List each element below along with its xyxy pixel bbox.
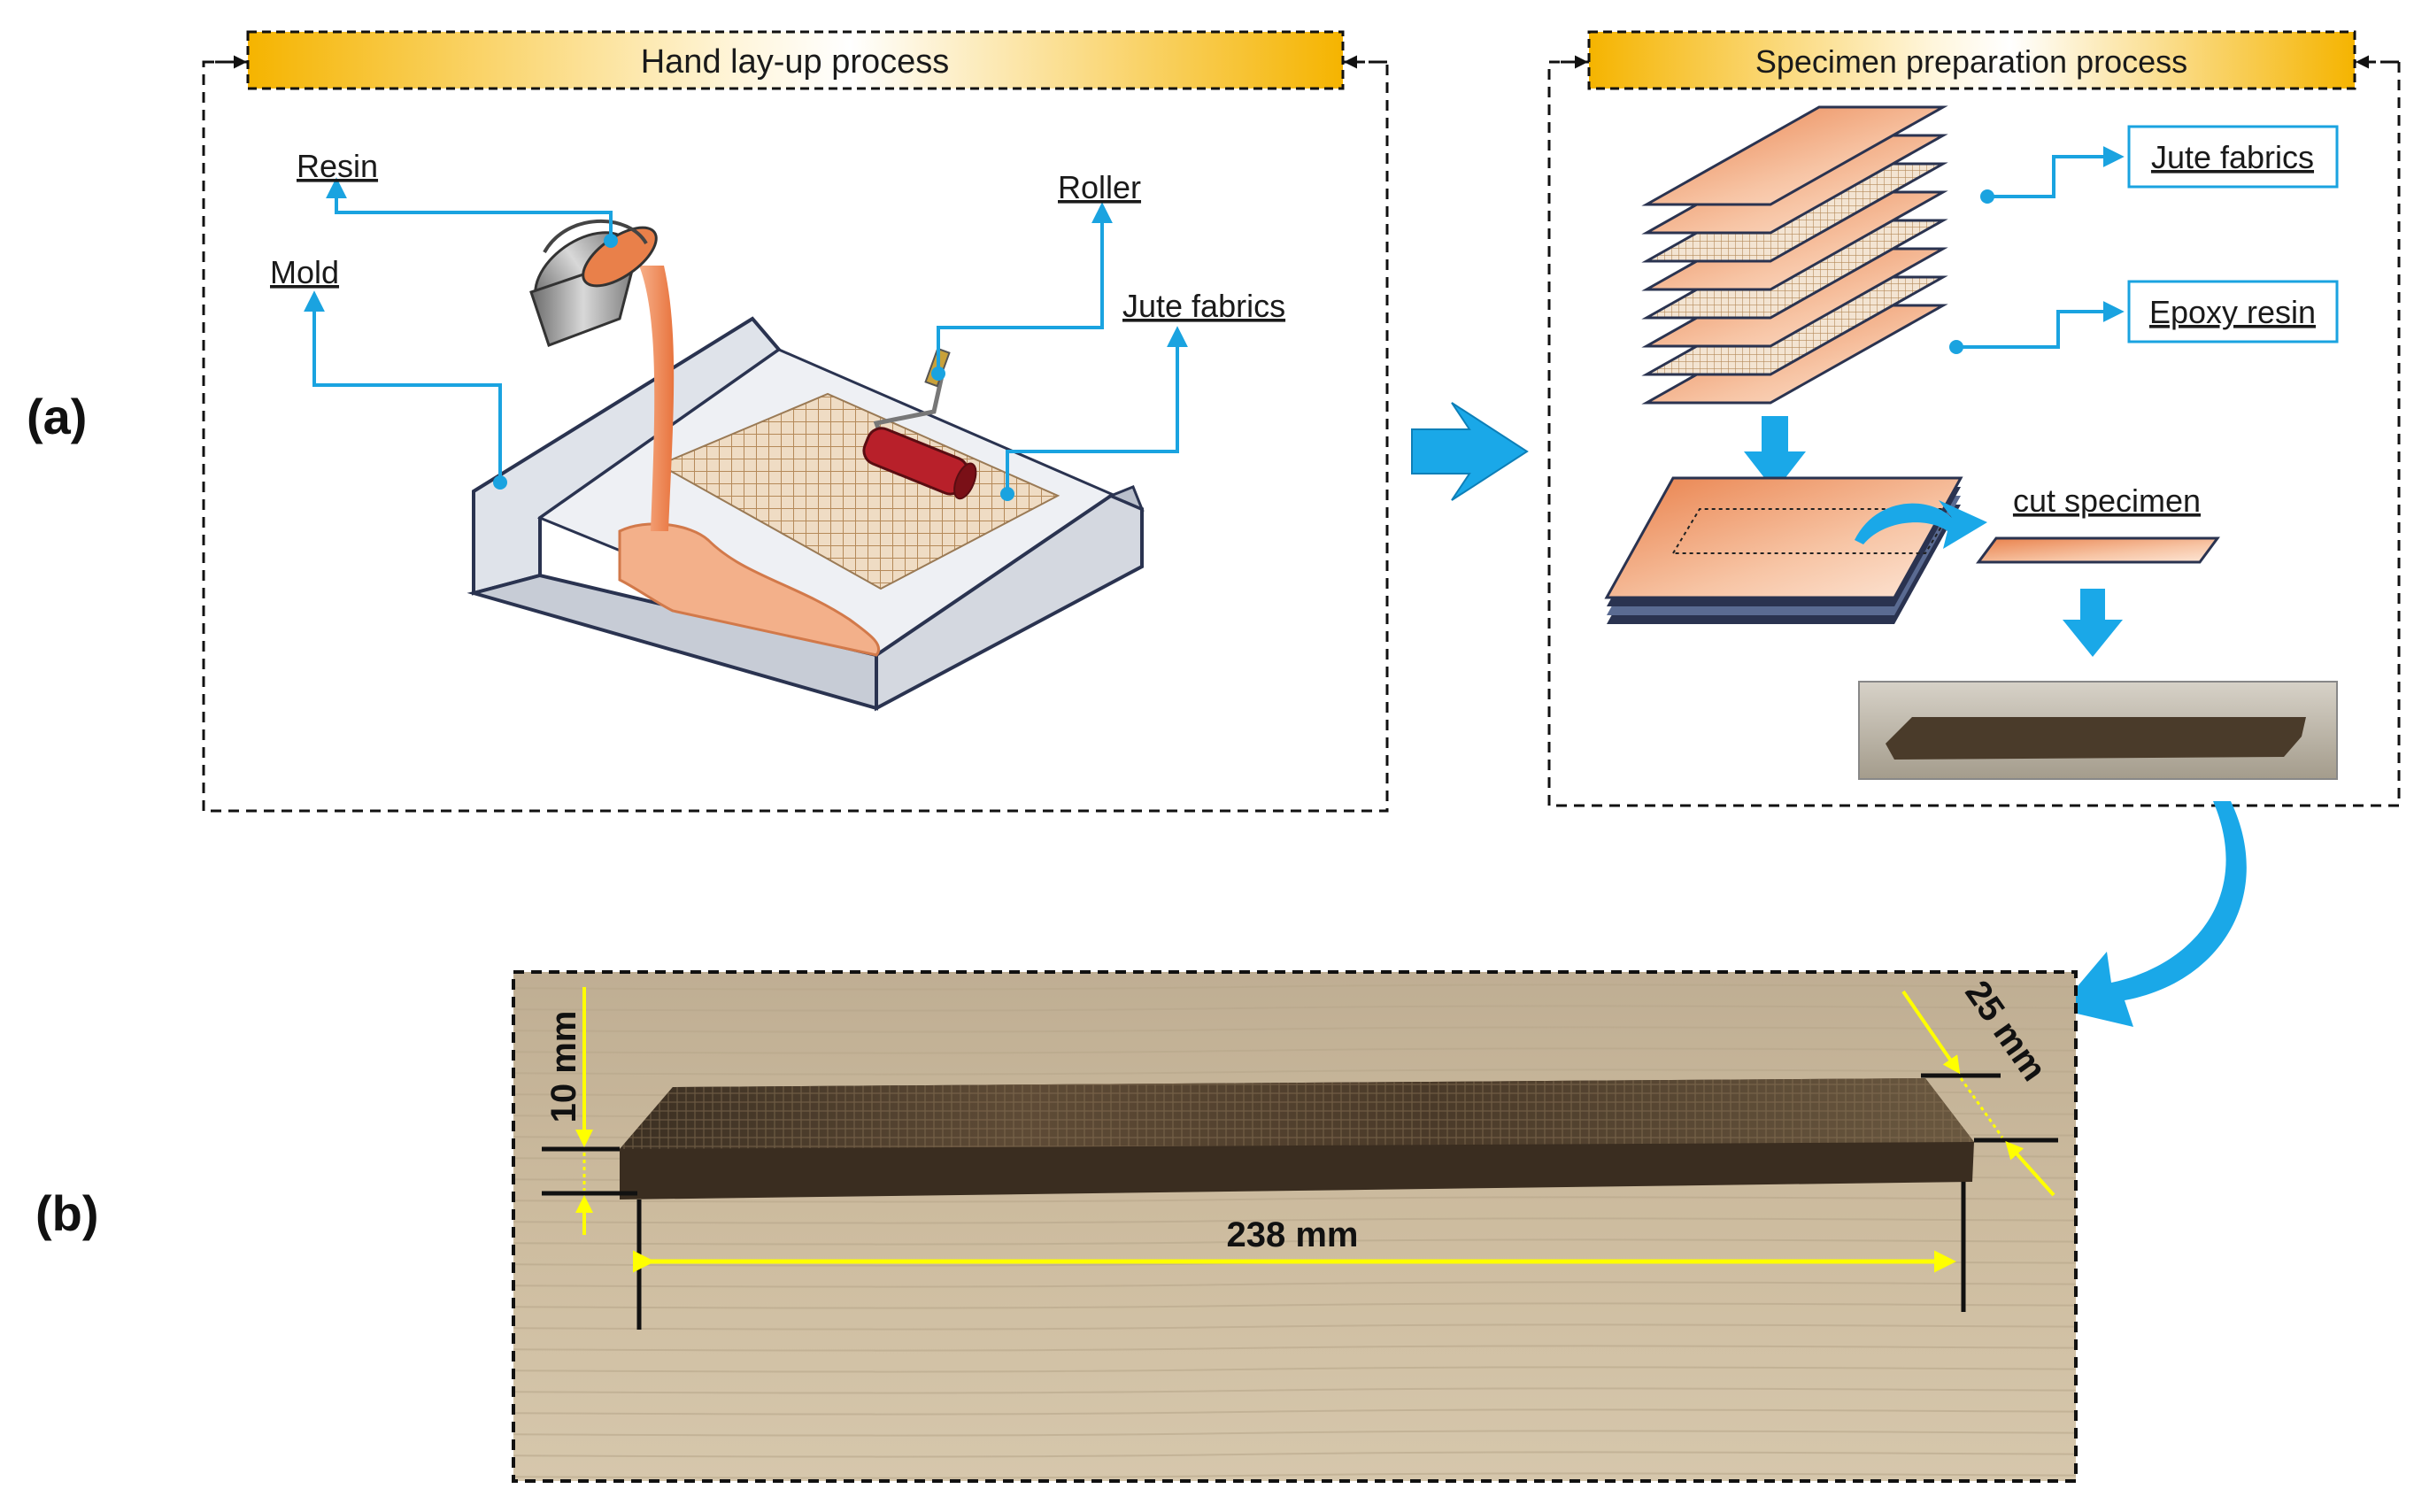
step-arrow-down-icon [1744,416,1806,491]
width-dimension-arrow [1901,990,1961,1075]
label-resin: Resin [297,148,378,184]
hand-layup-panel: Hand lay-up process [202,30,1389,813]
step-arrow-down-icon [2063,589,2123,657]
flow-arrow-right-icon [1411,402,1529,501]
label-jute-fabrics-prep: Jute fabrics [2151,139,2314,175]
specimen-prep-leaders [1949,146,2125,354]
label-cut-specimen: cut specimen [2013,482,2201,519]
cured-laminate [1604,476,1963,624]
cut-curved-arrow-icon [1855,500,1987,549]
specimen-photo-frame [512,970,2078,1483]
hand-layup-title: Hand lay-up process [641,43,950,81]
specimen-prep-title: Specimen preparation process [1755,43,2187,80]
laminate-stack [1641,105,1948,405]
resin-puddle [618,522,881,657]
cut-specimen-strip [1976,536,2220,564]
label-mold: Mold [270,254,339,290]
dimension-lines [542,987,2058,1330]
label-jute-fabrics: Jute fabrics [1122,288,1285,324]
dimension-thickness-label: 10 mm [544,1011,583,1123]
dimension-length-label: 238 mm [1227,1215,1359,1254]
resin-stream [639,266,675,531]
specimen-prep-panel: Specimen preparation process Jute fabric… [1547,30,2401,807]
mold-illustration [467,266,1145,712]
panel-b-label: (b) [35,1185,99,1241]
label-box-epoxy-resin [2127,280,2339,343]
specimen-photo [512,970,2078,1483]
jute-fabric-sheet [657,392,1060,590]
specimen-thumbnail-bar [1886,717,2306,760]
panel-a-label: (a) [27,389,87,444]
link-curved-arrow-icon [2058,801,2247,1027]
roller-icon [862,347,977,500]
hand-layup-header [246,30,1345,90]
hand-layup-leaders [304,177,1188,501]
label-box-jute-fabrics [2127,125,2339,189]
specimen-prep-header [1587,30,2356,90]
label-epoxy-resin: Epoxy resin [2149,294,2316,330]
bucket-icon [529,219,658,347]
label-roller: Roller [1058,169,1141,205]
